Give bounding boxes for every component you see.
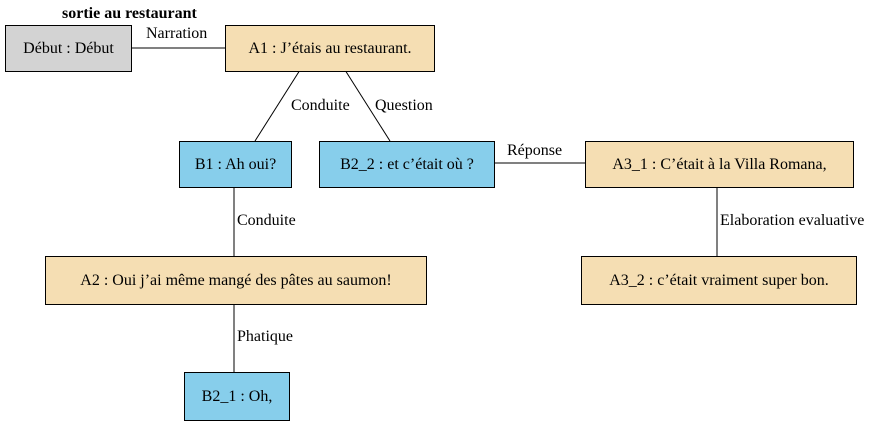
edge-label-conduite-1: Conduite bbox=[290, 97, 351, 114]
node-debut-label: Début : Début bbox=[23, 39, 114, 57]
node-b2_1: B2_1 : Oh, bbox=[184, 372, 290, 421]
node-b2_1-label: B2_1 : Oh, bbox=[201, 387, 273, 405]
node-a3_2-label: A3_2 : c’était vraiment super bon. bbox=[609, 271, 829, 289]
edge-label-question: Question bbox=[374, 97, 434, 114]
edge-label-narration: Narration bbox=[145, 25, 209, 42]
edge-a1-b2_2 bbox=[344, 69, 391, 142]
node-b1-label: B1 : Ah oui? bbox=[194, 155, 277, 173]
node-a1-label: A1 : J’étais au restaurant. bbox=[248, 39, 412, 57]
node-a1: A1 : J’étais au restaurant. bbox=[225, 25, 435, 72]
diagram-title: sortie au restaurant bbox=[62, 5, 197, 22]
node-a3_2: A3_2 : c’était vraiment super bon. bbox=[581, 256, 857, 305]
node-a2-label: A2 : Oui j’ai même mangé des pâtes au sa… bbox=[80, 271, 392, 289]
edge-a1-b1 bbox=[254, 69, 301, 142]
edge-label-reponse: Réponse bbox=[506, 142, 564, 159]
edge-label-conduite-2: Conduite bbox=[236, 212, 297, 229]
node-a3_1-label: A3_1 : C’était à la Villa Romana, bbox=[612, 155, 827, 173]
node-debut: Début : Début bbox=[5, 25, 132, 72]
node-a3_1: A3_1 : C’était à la Villa Romana, bbox=[585, 141, 854, 188]
edge-label-elaboration: Elaboration evaluative bbox=[719, 212, 866, 229]
node-b1: B1 : Ah oui? bbox=[179, 141, 292, 188]
edge-label-phatique: Phatique bbox=[236, 328, 294, 345]
node-b2_2-label: B2_2 : et c’était où ? bbox=[340, 155, 474, 173]
node-b2_2: B2_2 : et c’était où ? bbox=[319, 141, 495, 188]
node-a2: A2 : Oui j’ai même mangé des pâtes au sa… bbox=[45, 256, 427, 305]
